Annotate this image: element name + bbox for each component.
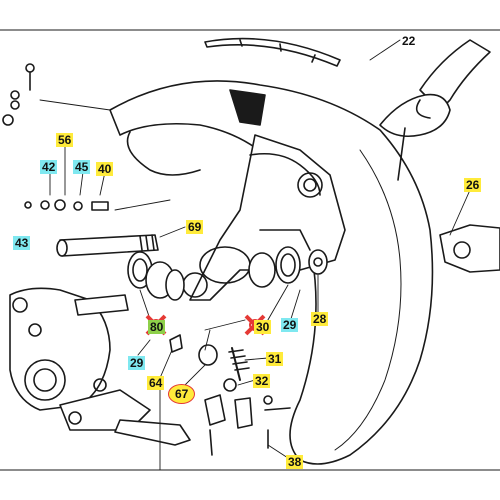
callout-26: 26 xyxy=(464,178,482,192)
callout-45: 45 xyxy=(73,160,91,174)
callout-42: 42 xyxy=(40,160,58,174)
callout-69: 69 xyxy=(186,220,204,234)
frame-tube xyxy=(419,39,491,111)
callout-80: 80 xyxy=(148,320,166,334)
callout-64: 64 xyxy=(147,376,165,390)
callout-29-left: 29 xyxy=(128,356,146,370)
callout-31: 31 xyxy=(266,352,284,366)
callout-22: 22 xyxy=(402,34,416,48)
callout-43: 43 xyxy=(13,236,31,250)
mudguard-trim-strip xyxy=(204,37,341,67)
callout-40: 40 xyxy=(96,162,114,176)
callout-28: 28 xyxy=(311,312,329,326)
callout-38: 38 xyxy=(286,455,304,469)
callout-29-right: 29 xyxy=(281,318,299,332)
callout-56: 56 xyxy=(56,133,74,147)
callout-67: 67 xyxy=(168,384,196,404)
callout-32: 32 xyxy=(253,374,271,388)
callout-30: 30 xyxy=(254,320,272,334)
